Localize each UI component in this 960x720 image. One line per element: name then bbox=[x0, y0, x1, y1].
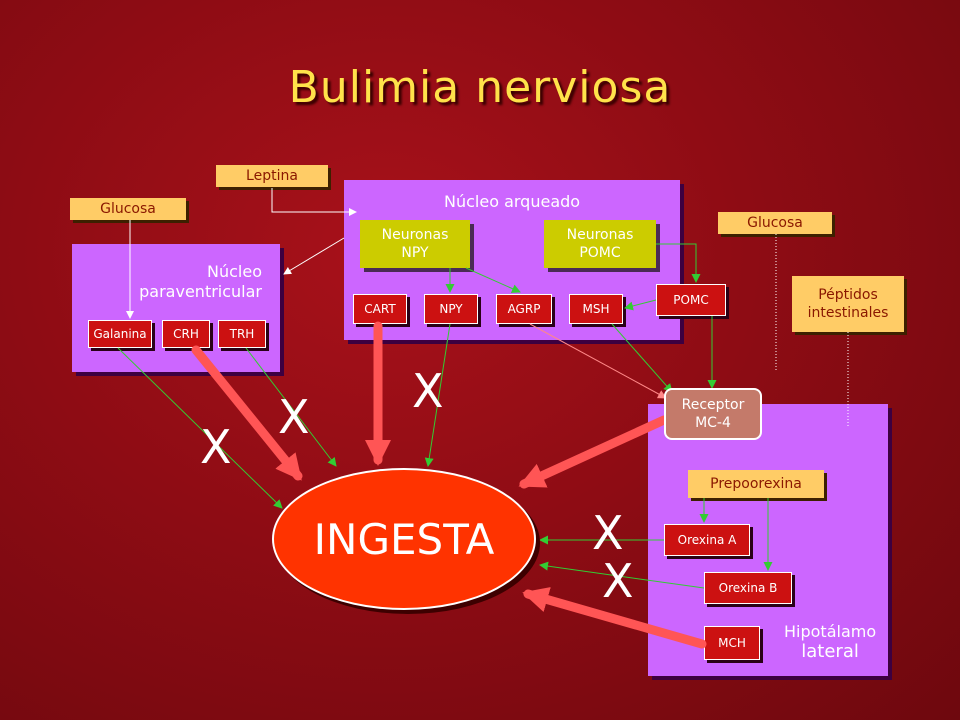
mch-thick-arrow bbox=[522, 587, 707, 649]
receptor-line1: Receptor bbox=[681, 397, 745, 413]
receptor-thick-arrow bbox=[518, 415, 669, 489]
trh-to-ingesta bbox=[245, 347, 337, 467]
peptidos-intestinales-label: Péptidos intestinales bbox=[792, 276, 904, 332]
agrp-box: AGRP bbox=[496, 294, 552, 324]
x-mark-orexina-b: X bbox=[602, 554, 634, 608]
paraventricular-line1: Núcleo bbox=[207, 262, 262, 281]
nucleo-arqueado-label: Núcleo arqueado bbox=[444, 192, 581, 211]
neuronas-pomc-line1: Neuronas bbox=[566, 227, 634, 243]
orexina-b-to-ingesta bbox=[539, 561, 705, 589]
neuronas-pomc-box: Neuronas POMC bbox=[544, 220, 656, 268]
galanina-to-ingesta bbox=[117, 347, 283, 509]
arqueado-to-paraventricular-line bbox=[283, 237, 345, 275]
glucosa-right-label: Glucosa bbox=[718, 212, 832, 234]
trh-box: TRH bbox=[218, 320, 266, 348]
receptor-mc4-box: Receptor MC-4 bbox=[664, 388, 762, 440]
x-mark-galanina: X bbox=[200, 420, 232, 474]
npy-to-ingesta bbox=[424, 323, 451, 467]
pomc-neurons-to-pomc bbox=[656, 243, 701, 283]
mch-box: MCH bbox=[704, 626, 760, 660]
x-mark-npy: X bbox=[412, 364, 444, 418]
page-title: Bulimia nerviosa bbox=[288, 62, 672, 113]
x-mark-orexina-a: X bbox=[592, 506, 624, 560]
nucleo-paraventricular-label: Núcleo paraventricular bbox=[136, 262, 262, 302]
paraventricular-line2: paraventricular bbox=[139, 282, 262, 301]
agrp-to-receptor bbox=[529, 323, 667, 399]
msh-to-receptor bbox=[611, 323, 673, 393]
prepoorexina-box: Prepoorexina bbox=[688, 470, 824, 498]
neuronas-pomc-line2: POMC bbox=[579, 245, 621, 261]
neuronas-npy-line2: NPY bbox=[401, 245, 429, 261]
npy-box: NPY bbox=[424, 294, 478, 324]
hipotalamo-line2: lateral bbox=[801, 641, 859, 662]
crh-thick-arrow bbox=[191, 345, 303, 481]
neuronas-npy-box: Neuronas NPY bbox=[360, 220, 470, 268]
cart-box: CART bbox=[353, 294, 407, 324]
peptidos-line1: Péptidos bbox=[818, 287, 878, 303]
pomc-box: POMC bbox=[656, 284, 726, 316]
ingesta-ellipse: INGESTA bbox=[272, 468, 536, 610]
hipotalamo-lateral-label: Hipotálamo lateral bbox=[784, 622, 876, 662]
x-mark-crh: X bbox=[278, 390, 310, 444]
crh-box: CRH bbox=[162, 320, 210, 348]
hipotalamo-line1: Hipotálamo bbox=[784, 622, 877, 641]
npy-neurons-to-agrp bbox=[465, 267, 521, 293]
neuronas-npy-line1: Neuronas bbox=[381, 227, 449, 243]
leptina-to-arqueado-line bbox=[271, 188, 357, 216]
glucosa-left-label: Glucosa bbox=[70, 198, 186, 220]
pomc-to-msh bbox=[624, 299, 657, 311]
msh-box: MSH bbox=[569, 294, 623, 324]
orexina-b-box: Orexina B bbox=[704, 572, 792, 604]
nucleo-paraventricular-panel bbox=[72, 244, 280, 372]
leptina-label: Leptina bbox=[216, 165, 328, 187]
orexina-a-box: Orexina A bbox=[664, 524, 750, 556]
receptor-line2: MC-4 bbox=[695, 415, 731, 431]
galanina-box: Galanina bbox=[88, 320, 152, 348]
peptidos-line2: intestinales bbox=[807, 305, 889, 321]
